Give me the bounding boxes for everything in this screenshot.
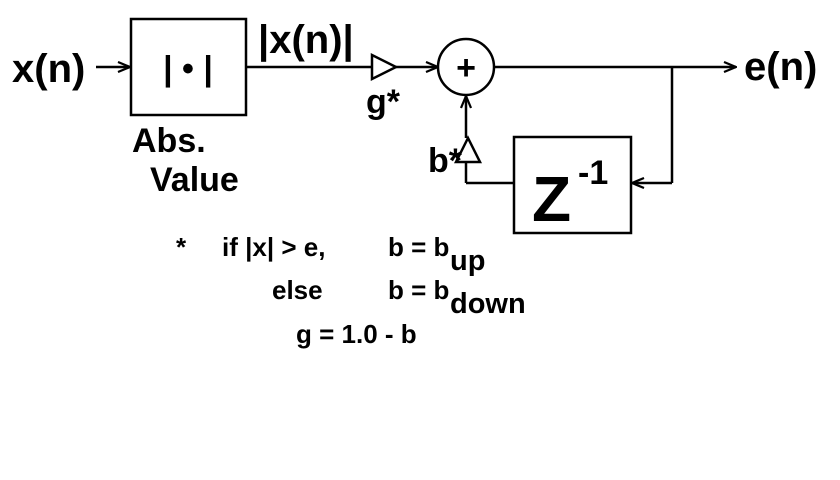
abs-output-label: |x(n)|	[258, 18, 354, 62]
note-else: else	[272, 275, 323, 305]
note-g-eq: g = 1.0 - b	[296, 319, 417, 349]
gain-g-label: g*	[366, 83, 401, 121]
input-label: x(n)	[12, 47, 85, 91]
note-condition: if |x| > e,	[222, 232, 325, 262]
delay-symbol: Z	[532, 163, 571, 235]
gain-g-triangle	[370, 52, 399, 82]
gain-b-triangle	[453, 135, 483, 164]
delay-block	[512, 135, 633, 235]
output-label: e(n)	[744, 45, 817, 89]
abs-value-caption-line1: Abs.	[132, 122, 206, 160]
sum-symbol: +	[456, 49, 476, 87]
abs-value-caption-line2: Value	[150, 161, 239, 199]
gain-b-label: b*	[428, 142, 463, 180]
note-b-down-sub: down	[450, 288, 526, 320]
abs-value-symbol: | • |	[163, 50, 213, 88]
note-star: *	[176, 232, 187, 262]
note-b-down-eq: b = b	[388, 275, 449, 305]
note-b-up-sub: up	[450, 245, 485, 277]
delay-superscript: -1	[578, 154, 608, 192]
note-b-up-eq: b = b	[388, 232, 449, 262]
